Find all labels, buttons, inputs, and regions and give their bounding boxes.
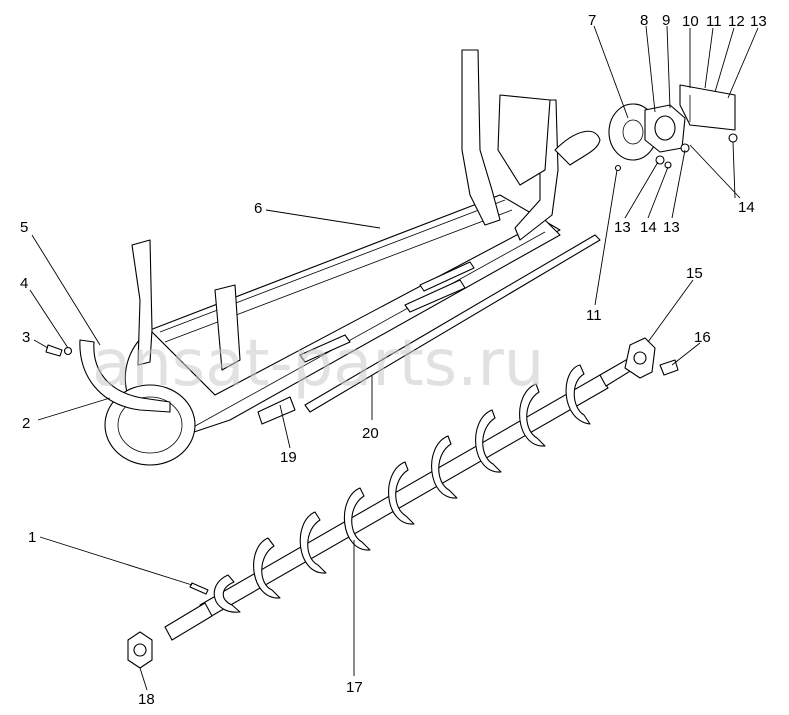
fasteners-right (614, 133, 738, 172)
callout-13-top: 13 (750, 13, 767, 30)
callout-2: 2 (22, 415, 30, 432)
scraper-strip-20 (304, 234, 601, 413)
callout-18: 18 (138, 691, 155, 708)
left-end-flange (79, 339, 171, 413)
pin-1 (189, 582, 209, 595)
leader-lines (29, 25, 759, 691)
callout-15: 15 (686, 265, 703, 282)
callout-4: 4 (20, 275, 28, 292)
callout-13-a: 13 (614, 219, 631, 236)
callout-8: 8 (640, 12, 648, 29)
callout-12: 12 (728, 13, 745, 30)
callout-11-mid: 11 (586, 307, 602, 324)
drive-sprocket-15 (624, 337, 656, 379)
scraper-strip-19 (257, 396, 296, 425)
callout-17: 17 (346, 679, 363, 696)
bearing-bracket (679, 84, 736, 131)
callout-9: 9 (662, 12, 670, 29)
bolt-3 (45, 344, 73, 357)
watermark: ansat-parts.ru (92, 327, 544, 401)
callout-labels: 1 2 3 4 5 6 7 8 9 10 11 12 13 14 13 14 1… (20, 12, 767, 708)
callout-7: 7 (588, 12, 596, 29)
bearing-housing (644, 104, 686, 153)
callout-10: 10 (682, 13, 699, 30)
callout-1: 1 (28, 529, 36, 546)
callout-5: 5 (20, 219, 28, 236)
callout-14-mid: 14 (640, 219, 657, 236)
callout-13-b: 13 (663, 219, 680, 236)
callout-20: 20 (362, 425, 379, 442)
callout-14-right: 14 (738, 199, 755, 216)
sprocket-18 (127, 631, 153, 669)
callout-11-top: 11 (706, 13, 722, 30)
callout-6: 6 (254, 200, 262, 217)
callout-16: 16 (694, 329, 711, 346)
auger-trough (104, 49, 601, 466)
callout-19: 19 (280, 449, 297, 466)
callout-3: 3 (22, 329, 30, 346)
